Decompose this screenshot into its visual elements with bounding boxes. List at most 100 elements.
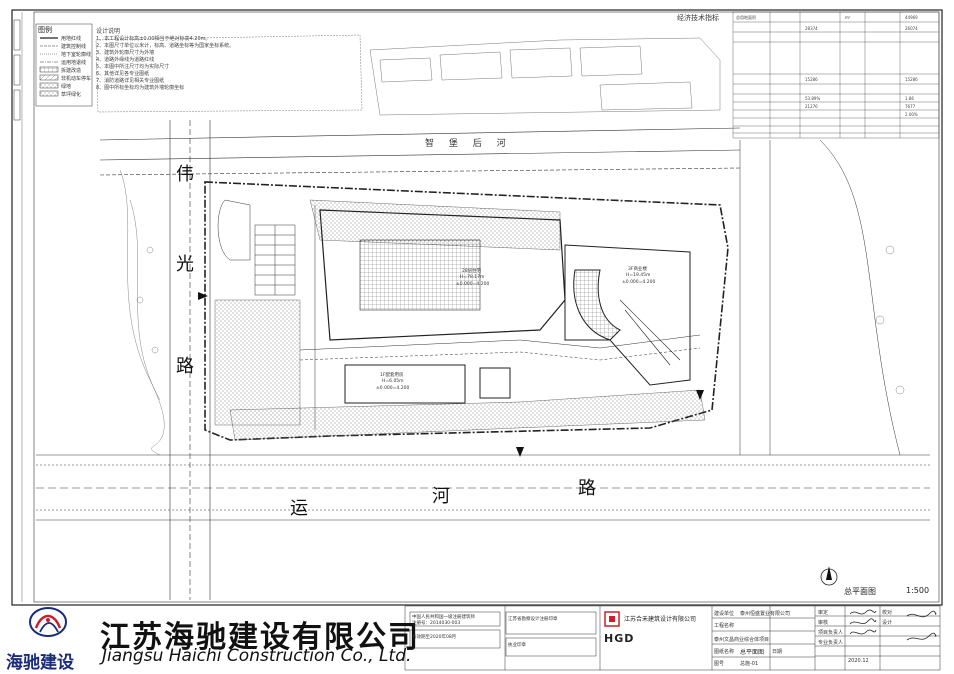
- table-cell: 44969: [905, 15, 918, 20]
- legend-title: 图例: [38, 26, 52, 34]
- building-a-height: H=78.17m: [460, 275, 485, 280]
- inner-border: [33, 11, 940, 603]
- river-label: 智 堡 后 河: [425, 139, 512, 149]
- signature-marks: [849, 609, 877, 635]
- building-b-level: ±0.000=4.200: [622, 280, 656, 285]
- building-b-height: H=19.45m: [626, 273, 651, 278]
- site-red-line: [204, 181, 729, 441]
- hgd-logo-text: HGD: [604, 632, 635, 645]
- signature-marks: [906, 610, 937, 641]
- legend-item: 用地红线: [61, 36, 82, 42]
- project-label: 工程名称: [714, 623, 735, 629]
- legend-item: 运用地退线: [61, 60, 87, 66]
- legend-box: [35, 23, 93, 107]
- north-arrow-icon: [820, 566, 838, 586]
- river-band: [99, 127, 741, 176]
- table-cell: 21276: [805, 104, 818, 109]
- title-block-grid: [404, 605, 941, 671]
- note-line: 8、图中所标坐标均为建筑外墙轮廓坐标: [96, 85, 185, 91]
- yunhe-road-lines: [36, 454, 930, 521]
- building-c-height: H=6.05m: [382, 379, 404, 384]
- road-label-weiguang: 伟: [176, 164, 194, 185]
- firm-name: 江苏合禾建筑设计有限公司: [624, 616, 697, 623]
- role-label: 设计: [882, 620, 893, 626]
- role-label: 审核: [818, 620, 829, 626]
- cert-line: 江苏省勘察设计注册印章: [508, 617, 558, 622]
- tech-table-grid: [732, 11, 940, 139]
- margin-marks: [13, 19, 21, 121]
- sheet-no-label: 图号: [714, 661, 725, 667]
- road-label-weiguang: 光: [176, 254, 194, 275]
- drawing-label: 图纸名称: [714, 649, 735, 655]
- company-name-cn: 江苏海驰建设有限公司: [100, 620, 420, 655]
- east-road-lines: [739, 139, 901, 456]
- table-cell: m²: [845, 15, 851, 20]
- hgd-logo-icon: [604, 611, 620, 627]
- drawing-title: 总平面图: [844, 587, 876, 596]
- table-cell: 总用地面积: [736, 15, 756, 20]
- role-label: 项目负责人: [818, 630, 844, 636]
- landscape-zones: [214, 199, 706, 441]
- date-label: 日期: [772, 649, 783, 655]
- stamp-line: 有效期至2020年08月: [412, 635, 457, 640]
- building-c-level: ±0.000=4.200: [376, 386, 410, 391]
- table-cell: 53.89%: [805, 96, 821, 101]
- drawing-value: 总平面图: [740, 649, 765, 656]
- sheet-no-value: 总施-01: [740, 661, 759, 667]
- legend-item: 地下室轮廓线: [61, 52, 92, 58]
- note-line: 4、道路外缘线为道路红线: [96, 57, 155, 63]
- legend-item: 绿地: [61, 84, 72, 90]
- haichi-logo-icon: [29, 607, 67, 637]
- building-c-outline: [344, 364, 511, 404]
- context-buildings: [95, 34, 721, 116]
- legend-item: 非机动车停车: [61, 76, 92, 82]
- table-cell: 15286: [805, 77, 818, 82]
- table-cell: 1.86: [905, 96, 914, 101]
- entrance-markers: [198, 292, 704, 457]
- note-line: 2、本图尺寸单位以米计，标高、道路坐标等为国家坐标系统。: [96, 43, 235, 49]
- building-a-outline: [319, 209, 566, 341]
- project-value: 泰州文昌商业综合体项目: [714, 637, 770, 643]
- table-cell: 15286: [905, 77, 918, 82]
- role-label: 审定: [818, 610, 829, 616]
- tech-table-title: 经济技术指标: [677, 14, 719, 22]
- table-cell: 26074: [905, 26, 918, 31]
- note-line: 3、建筑外轮廓尺寸为外墙: [96, 50, 155, 56]
- road-label-yunhe: 运: [290, 498, 308, 519]
- role-label: 专业负责人: [818, 640, 844, 646]
- table-cell: 2.00%: [905, 112, 918, 117]
- note-line: 1、本工程设计标高±0.00相当于绝对标高4.20m。: [96, 36, 211, 42]
- road-label-yunhe: 路: [578, 478, 596, 499]
- sheet-border: [11, 9, 943, 606]
- table-cell: 28374: [805, 26, 818, 31]
- table-cell: 7677: [905, 104, 916, 109]
- legend-item: 拆建改造: [61, 68, 82, 74]
- stamp-line: 中国人民共和国一级注册建筑师: [412, 615, 475, 620]
- brand-name-cn: 海驰建设: [6, 653, 74, 673]
- parking-area: [217, 199, 296, 296]
- road-label-weiguang: 路: [176, 356, 194, 377]
- road-label-yunhe: 河: [432, 486, 450, 507]
- date-value: 2020.12: [848, 658, 869, 664]
- note-line: 6、其他详见各专业图纸: [96, 71, 150, 77]
- legend-item: 建筑控制线: [61, 44, 87, 50]
- building-a-level: ±0.000=4.200: [456, 282, 490, 287]
- landscape-curves: [119, 169, 905, 456]
- company-name-en: Jiangsu Haichi Construction Co., Ltd.: [102, 646, 412, 666]
- role-label: 校对: [882, 610, 893, 616]
- building-b-name: 3F商业楼: [628, 267, 647, 272]
- building-b-outline: [564, 244, 691, 386]
- notes-title: 设计说明: [96, 28, 121, 35]
- client-value: 泰州恒盛置业有限公司: [740, 611, 791, 617]
- note-line: 5、本图中所注尺寸均为实际尺寸: [96, 64, 170, 70]
- building-c-name: 1F配套用房: [380, 373, 404, 378]
- internal-road: [299, 205, 701, 430]
- legend-item: 草坪绿化: [61, 92, 82, 98]
- note-line: 7、消防道路详见相关专业图纸: [96, 78, 165, 84]
- building-a-name: 28层住宅: [462, 269, 482, 274]
- stamp-line: 注册号：2014030-003: [412, 621, 461, 626]
- client-label: 建设单位: [714, 611, 735, 617]
- drawing-scale: 1:500: [906, 586, 930, 595]
